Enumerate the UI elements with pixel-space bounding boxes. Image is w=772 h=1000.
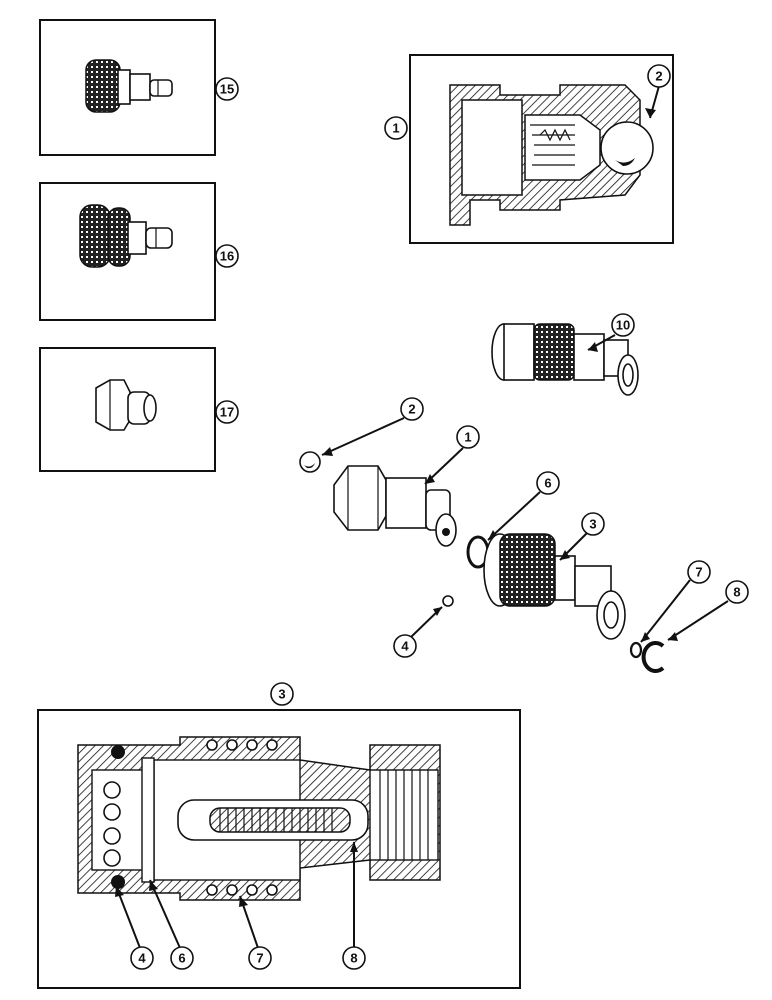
callout-16-label: 16 — [220, 249, 234, 264]
ball-4 — [442, 595, 454, 607]
callout-15: 15 — [215, 77, 239, 101]
inset-panel-16 — [39, 182, 216, 321]
callout-3-section: 3 — [270, 682, 294, 706]
callout-8-section-label: 8 — [350, 951, 357, 966]
body-part-1 — [333, 465, 457, 547]
callout-8: 8 — [667, 580, 749, 641]
callout-10-label: 10 — [616, 318, 630, 333]
part-1-cross-section — [449, 84, 641, 226]
detail-panel-part-1 — [409, 54, 674, 244]
coupler-10 — [491, 323, 639, 396]
callout-3: 3 — [559, 512, 605, 561]
callout-7: 7 — [640, 560, 711, 643]
part-3-cross-section — [77, 736, 441, 901]
male-coupler-tip-15 — [85, 59, 173, 113]
callout-16: 16 — [215, 244, 239, 268]
callout-2-detail: 2 — [645, 64, 671, 119]
callout-7-section: 7 — [239, 895, 272, 970]
callout-6-section: 6 — [149, 879, 194, 970]
callout-4-section-label: 4 — [138, 951, 146, 966]
ball-detail-2 — [600, 121, 654, 175]
callout-3-section-label: 3 — [278, 687, 285, 702]
callout-10: 10 — [587, 313, 635, 352]
callout-7-label: 7 — [695, 565, 702, 580]
callout-2-label: 2 — [408, 402, 415, 417]
coupler-3 — [483, 533, 626, 640]
callout-3-label: 3 — [589, 517, 596, 532]
callout-7-section-label: 7 — [256, 951, 263, 966]
retaining-ring-8 — [641, 641, 665, 673]
callout-2: 2 — [321, 397, 424, 456]
callout-8-section: 8 — [342, 842, 366, 970]
callout-1-detail: 1 — [384, 116, 408, 140]
callout-17: 17 — [215, 400, 239, 424]
callout-6-section-label: 6 — [178, 951, 185, 966]
ball-2 — [299, 451, 321, 473]
callout-1-detail-label: 1 — [392, 121, 399, 136]
callout-15-label: 15 — [220, 82, 234, 97]
inset-panel-15 — [39, 19, 216, 156]
section-panel-part-3 — [37, 709, 521, 989]
callout-4-section: 4 — [115, 885, 154, 970]
o-ring-7 — [629, 641, 643, 659]
callout-4-label: 4 — [401, 639, 409, 654]
callout-1: 1 — [424, 425, 480, 485]
callout-6: 6 — [487, 471, 560, 541]
callout-2-detail-label: 2 — [655, 69, 662, 84]
callout-4: 4 — [393, 606, 443, 658]
plug-17 — [95, 379, 157, 431]
callout-8-label: 8 — [733, 585, 740, 600]
callout-6-label: 6 — [544, 476, 551, 491]
callout-17-label: 17 — [220, 405, 234, 420]
male-coupler-tip-16 — [79, 204, 173, 268]
callout-1-label: 1 — [464, 430, 471, 445]
inset-panel-17 — [39, 347, 216, 472]
